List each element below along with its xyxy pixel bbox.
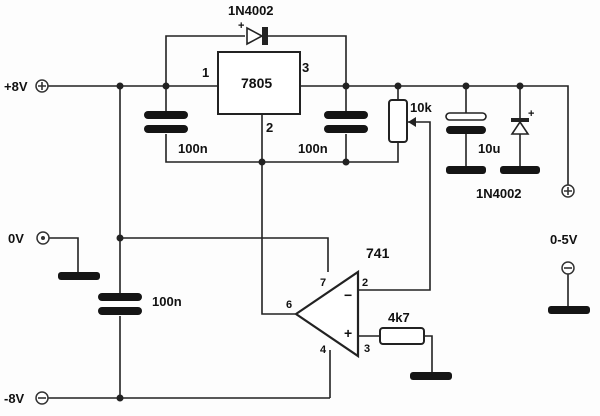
wiper-arrow-icon [408, 117, 416, 127]
wire-reg-gnd [261, 126, 295, 315]
resistor-body [379, 327, 425, 345]
capacitor-out-label: 100n [298, 141, 328, 156]
opamp-plus-sign: + [344, 325, 352, 341]
regulator-body [217, 51, 301, 115]
wire-opamp-vplus [120, 237, 329, 272]
capacitor-supply: 100n [98, 293, 182, 315]
terminal-zero: 0V [8, 231, 50, 246]
junction-dot [258, 158, 266, 166]
wire-capin-bottom [165, 134, 346, 163]
capacitor-plate [144, 125, 188, 133]
diode-icon [246, 26, 264, 46]
diode-cathode-bar [262, 27, 268, 45]
capacitor-plate [446, 126, 486, 134]
capacitor-plate [324, 111, 368, 119]
ground-icon [58, 272, 100, 280]
opamp-minus-sign: − [344, 287, 352, 303]
diode-right: + 1N4002 [476, 108, 534, 201]
junction-dot [394, 82, 402, 90]
junction-dot [116, 234, 124, 242]
capacitor-electrolytic-label: 10u [478, 141, 500, 156]
potentiometer-body [388, 99, 408, 143]
wire-diode-left [165, 35, 245, 86]
capacitor-plate [98, 307, 142, 315]
opamp-name: 741 [366, 245, 390, 261]
junction-dot [116, 82, 124, 90]
ground-icon [500, 166, 540, 174]
diode-top-label: 1N4002 [228, 3, 274, 18]
terminal-output-label: 0-5V [550, 232, 578, 247]
capacitor-in-label: 100n [178, 141, 208, 156]
wire-zero [48, 237, 79, 272]
terminal-output-minus: 0-5V [550, 232, 578, 275]
terminal-zero-label: 0V [8, 231, 24, 246]
wire-pot-bottom [346, 142, 399, 163]
wire-pot-wiper [358, 121, 431, 291]
capacitor-supply-label: 100n [152, 294, 182, 309]
diode-right-label: 1N4002 [476, 186, 522, 201]
capacitor-out: 100n [298, 111, 368, 156]
potentiometer-10k: 10k [388, 99, 432, 143]
terminal-minus8-label: -8V [4, 391, 25, 406]
junctions [116, 82, 524, 402]
junction-dot [516, 82, 524, 90]
regulator-pin3: 3 [302, 60, 309, 75]
diode-top: + 1N4002 [228, 3, 274, 46]
capacitor-electrolytic: 10u [445, 112, 500, 156]
ground-icon [548, 306, 590, 314]
opamp-pin2: 2 [362, 277, 368, 289]
resistor-label: 4k7 [388, 310, 410, 325]
potentiometer-label: 10k [410, 100, 432, 115]
capacitor-plate-positive [445, 112, 487, 121]
wire-output-rail [300, 85, 569, 185]
diode-icon [510, 120, 530, 135]
terminal-plus8-label: +8V [4, 79, 28, 94]
junction-dot [462, 82, 470, 90]
opamp-741: 741 − + 2 3 4 6 7 [286, 245, 390, 359]
capacitor-plate [144, 111, 188, 119]
plus-icon [38, 82, 46, 90]
terminal-output-plus [561, 184, 575, 198]
plus-icon [564, 187, 572, 195]
ground-icon [446, 166, 486, 174]
regulator-name: 7805 [241, 75, 272, 91]
junction-dot [162, 82, 170, 90]
opamp-pin6: 6 [286, 299, 292, 311]
terminal-minus8: -8V [4, 391, 49, 406]
terminal-plus8: +8V [4, 79, 49, 94]
wire-diode-right [268, 35, 347, 86]
regulator-pin1: 1 [202, 65, 209, 80]
resistor-4k7: 4k7 [379, 310, 425, 345]
capacitor-in: 100n [144, 111, 208, 156]
terminal-dot-icon [41, 236, 45, 240]
diode-polarity-label: + [238, 20, 244, 32]
opamp-pin7: 7 [320, 277, 326, 289]
wire-resistor-right [424, 335, 433, 376]
junction-dot [342, 158, 350, 166]
opamp-pin3: 3 [364, 343, 370, 355]
capacitor-plate [98, 293, 142, 301]
junction-dot [342, 82, 350, 90]
junction-dot [116, 394, 124, 402]
opamp-triangle-icon [294, 269, 360, 359]
capacitor-plate [324, 125, 368, 133]
regulator-7805: 7805 1 2 3 [202, 51, 309, 135]
diode-cathode-bar [511, 118, 529, 122]
opamp-pin4: 4 [320, 344, 327, 356]
regulator-pin2: 2 [266, 120, 273, 135]
diode-right-plus: + [528, 108, 534, 120]
wires [48, 35, 569, 399]
ground-icon [410, 372, 452, 380]
